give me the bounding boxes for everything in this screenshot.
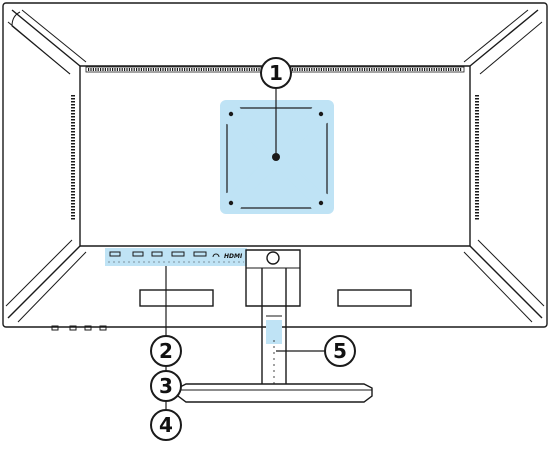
corner-rib-bottom-left <box>5 239 73 307</box>
callout-1: 1 <box>260 57 292 89</box>
callout-2: 2 <box>150 335 182 367</box>
vesa-mount-area <box>220 100 334 214</box>
callout-3-label: 3 <box>159 374 173 398</box>
callout-5-label: 5 <box>333 339 347 363</box>
callout-2-label: 2 <box>159 339 173 363</box>
corner-rib-top-right <box>479 21 543 75</box>
port-panel: HDMI <box>105 248 247 266</box>
displayport-1 <box>171 251 185 257</box>
power-port <box>109 251 121 257</box>
monitor-stand <box>177 249 373 403</box>
cable-clip-highlight <box>266 320 282 344</box>
control-buttons <box>51 325 107 331</box>
right-recess <box>337 289 412 307</box>
hdmi-logo: HDMI <box>224 253 243 260</box>
callout-leaders <box>165 88 324 410</box>
headphone-icon <box>212 253 220 258</box>
callout-4: 4 <box>150 409 182 441</box>
stand-column <box>261 268 287 384</box>
stand-pivot <box>266 251 280 265</box>
hdmi-port-1 <box>132 251 144 257</box>
stand-base <box>177 383 373 403</box>
hdmi-port-2 <box>151 251 163 257</box>
corner-rib-bottom-right <box>477 239 545 307</box>
callout-1-label: 1 <box>269 61 283 85</box>
callout-3: 3 <box>150 370 182 402</box>
left-recess <box>139 289 214 307</box>
callout-5: 5 <box>324 335 356 367</box>
stand-neck-top <box>245 249 301 307</box>
corner-rib-top-left <box>11 11 71 75</box>
displayport-2 <box>193 251 207 257</box>
callout-4-label: 4 <box>159 413 173 437</box>
